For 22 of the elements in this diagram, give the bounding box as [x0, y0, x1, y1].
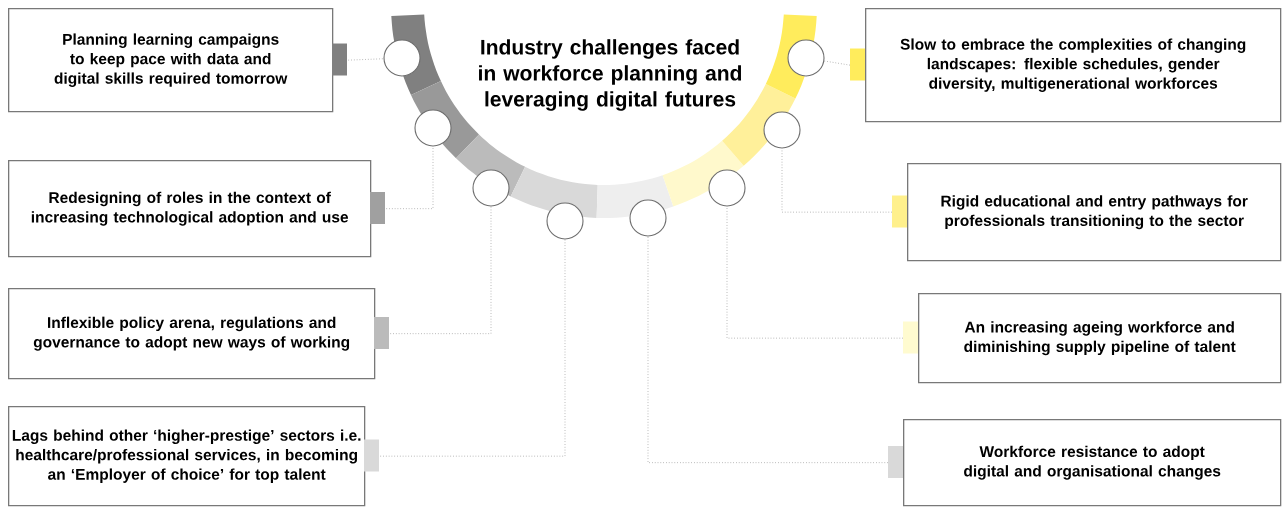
- text-box: Planning learning campaigns to keep pace with data and digital skills required tomorrow: [8, 8, 347, 113]
- text-box: An increasing ageing workforce and diminishing supply pipeline of talent: [903, 293, 1282, 384]
- ring-segment: [411, 81, 479, 159]
- text-box: Rigid educational and entry pathways for professionals transitioning to the sector: [892, 163, 1282, 262]
- title: Industry challenges faced in workforce planning and leveraging digital futures: [479, 39, 742, 111]
- ring-segment: [596, 175, 674, 237]
- text-box: Lags behind other ‘higher-prestige’ sectors i.e. healthcare/professional services, in becoming an ‘Employer of choice’ for top talent: [8, 406, 379, 507]
- ring-segment: [456, 134, 526, 207]
- leader-line: [647, 236, 889, 464]
- text-box: Slow to embrace the complexities of changing landscapes: flexible schedules, gender diversity, multigenerational workforces: [850, 8, 1282, 123]
- leader-line: [347, 58, 384, 61]
- leader-line: [823, 60, 851, 66]
- ring-segment: [662, 140, 746, 207]
- ring-segment: [510, 166, 598, 240]
- leader-line: [781, 148, 893, 213]
- leader-line: [379, 239, 566, 457]
- ring-segment: [765, 14, 825, 99]
- text-box: Redesigning of roles in the context of increasing technological adoption and use: [8, 160, 385, 258]
- text-box: Inflexible policy arena, regulations and governance to adopt new ways of working: [8, 288, 389, 380]
- leader-line: [726, 206, 904, 339]
- ring-segment: [383, 14, 441, 95]
- text-box: Workforce resistance to adopt digital and organisational changes: [888, 419, 1282, 507]
